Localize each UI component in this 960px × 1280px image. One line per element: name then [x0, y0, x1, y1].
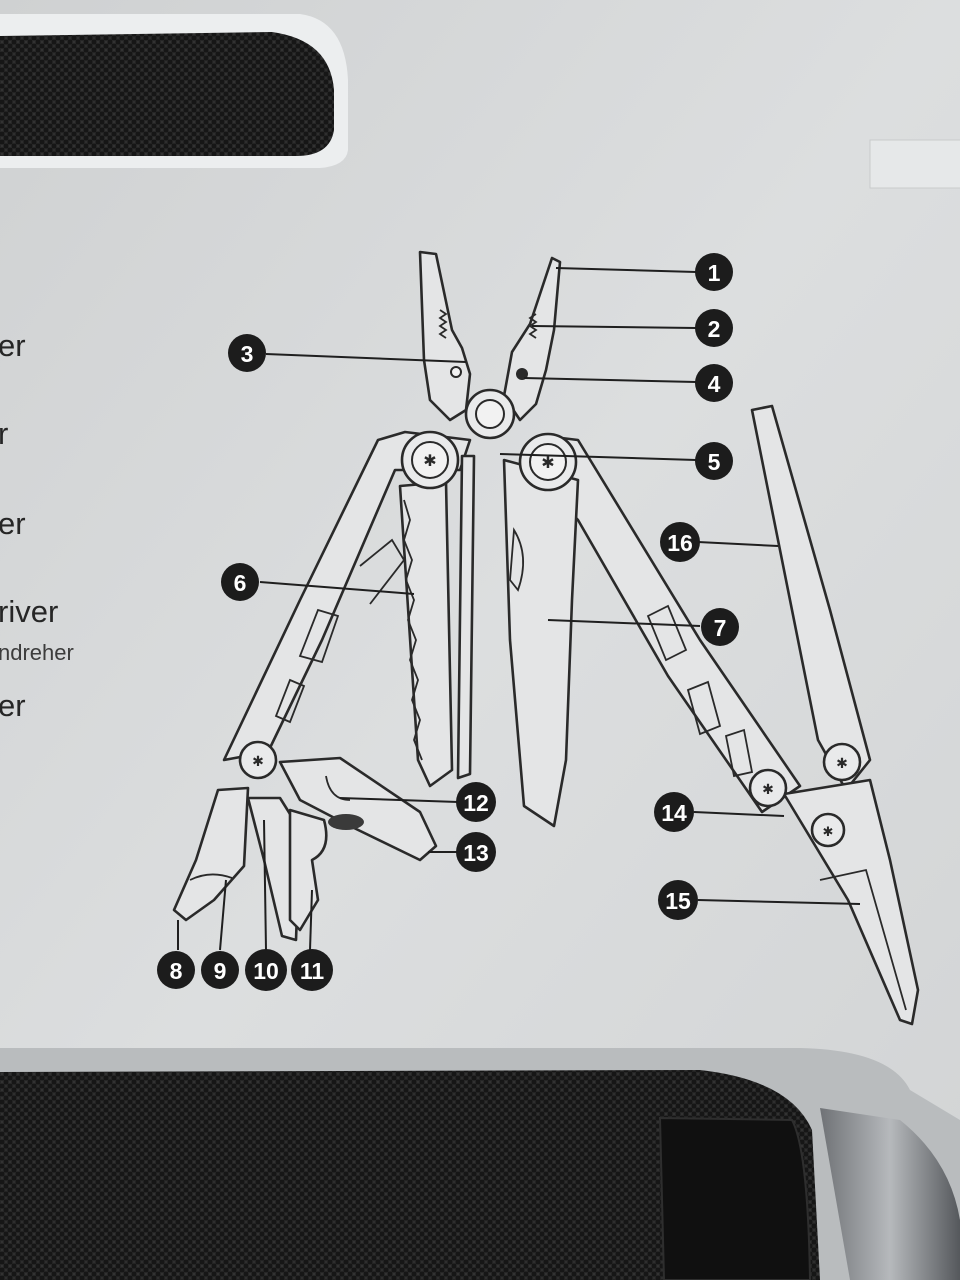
right-handle-cutout-1: [646, 604, 688, 662]
leader-9: [219, 879, 227, 951]
screwdriver-notch: [189, 873, 233, 881]
torx-left-icon: ✱: [423, 453, 436, 470]
leader-14: [693, 811, 785, 817]
plier-jaw-right: [502, 256, 562, 422]
svg-text:8: 8: [170, 958, 183, 984]
torx-right-handle-icon: ✱: [762, 781, 774, 797]
torx-extension-icon: ✱: [836, 755, 848, 771]
blister-edge: [820, 1108, 960, 1280]
callout-14: 14: [654, 792, 694, 832]
callout-11: 11: [291, 949, 333, 991]
plier-pivot-center: [475, 399, 505, 429]
leader-11: [309, 889, 313, 951]
svg-text:16: 16: [667, 530, 693, 556]
plier-teeth-left: [438, 309, 448, 339]
extension-arm: [750, 404, 872, 792]
svg-text:3: 3: [241, 341, 254, 367]
knife-blade: [502, 458, 580, 828]
callout-1: 1: [695, 253, 733, 291]
leader-4: [523, 377, 697, 383]
leader-2: [531, 325, 697, 329]
knife-grip: [509, 527, 525, 592]
callout-5: 5: [695, 442, 733, 480]
plier-jaw-left: [418, 250, 472, 422]
feature-label-5: er: [0, 688, 26, 723]
pouch-bottom: [0, 1070, 820, 1280]
callout-7: 7: [701, 608, 739, 646]
wire-cutter-left: [450, 366, 462, 378]
pivot-screw-right-inner: [529, 443, 567, 481]
svg-text:1: 1: [708, 260, 721, 286]
svg-text:6: 6: [234, 570, 247, 596]
feature-label-3: er: [0, 506, 26, 541]
leader-12: [339, 797, 459, 803]
svg-text:9: 9: [214, 958, 227, 984]
leader-3: [265, 353, 467, 363]
bottle-opener-hook: [325, 775, 351, 801]
leader-7: [547, 619, 701, 627]
callout-4: 4: [695, 364, 733, 402]
leader-5: [499, 453, 697, 461]
svg-text:11: 11: [300, 958, 325, 984]
svg-text:7: 7: [714, 615, 727, 641]
torx-bottom-left-icon: ✱: [252, 753, 264, 769]
pivot-screw-right-handle: [748, 768, 788, 808]
bottle-opener-slot: [328, 814, 364, 830]
svg-text:13: 13: [463, 840, 489, 866]
callout-15: 15: [658, 880, 698, 920]
leader-16: [697, 541, 779, 547]
pouch-top: [0, 32, 334, 156]
left-handle-slot: [359, 538, 406, 605]
torx-scissor-icon: ✱: [823, 824, 834, 839]
leader-15: [697, 899, 861, 905]
right-handle-cutout-2: [686, 680, 722, 736]
torx-right-icon: ✱: [541, 455, 554, 472]
left-handle-cutout-1: [298, 608, 340, 664]
saw-teeth: [403, 499, 423, 761]
plier-teeth-right: [528, 313, 538, 339]
svg-text:2: 2: [708, 316, 721, 342]
wrench-tool: [288, 808, 328, 932]
callout-16: 16: [660, 522, 700, 562]
leader-1: [555, 267, 697, 273]
callout-9: 9: [201, 951, 239, 989]
callout-2: 2: [695, 309, 733, 347]
svg-text:5: 5: [708, 449, 721, 475]
callout-8: 8: [157, 951, 195, 989]
svg-text:14: 14: [661, 800, 687, 826]
pivot-screw-scissor: [810, 812, 846, 848]
pivot-screw-extension: [822, 742, 862, 782]
center-file: [456, 454, 476, 780]
leader-6: [259, 581, 415, 595]
feature-label-1: er: [0, 328, 26, 363]
wire-cutter-right: [516, 368, 528, 380]
card-tab: [869, 139, 960, 189]
callout-3: 3: [228, 334, 266, 372]
right-handle-cutout-3: [724, 728, 754, 778]
scissor-blade-inner: [819, 868, 907, 1011]
feature-label-2: r: [0, 416, 9, 451]
left-handle-cutout-2: [274, 678, 306, 724]
svg-text:10: 10: [253, 958, 279, 984]
svg-text:12: 12: [463, 790, 489, 816]
callout-6: 6: [221, 563, 259, 601]
feature-label-4-subtitle: ndreher: [0, 640, 74, 665]
pivot-screw-bottom-left: [238, 740, 278, 780]
callout-13: 13: [456, 832, 496, 872]
svg-text:15: 15: [665, 888, 691, 914]
svg-text:4: 4: [708, 371, 721, 397]
pivot-screw-left-inner: [411, 441, 449, 479]
callout-10: 10: [245, 949, 287, 991]
feature-label-4: river: [0, 594, 59, 629]
leader-10: [263, 819, 267, 951]
callout-12: 12: [456, 782, 496, 822]
screwdriver-tool: [172, 786, 250, 922]
